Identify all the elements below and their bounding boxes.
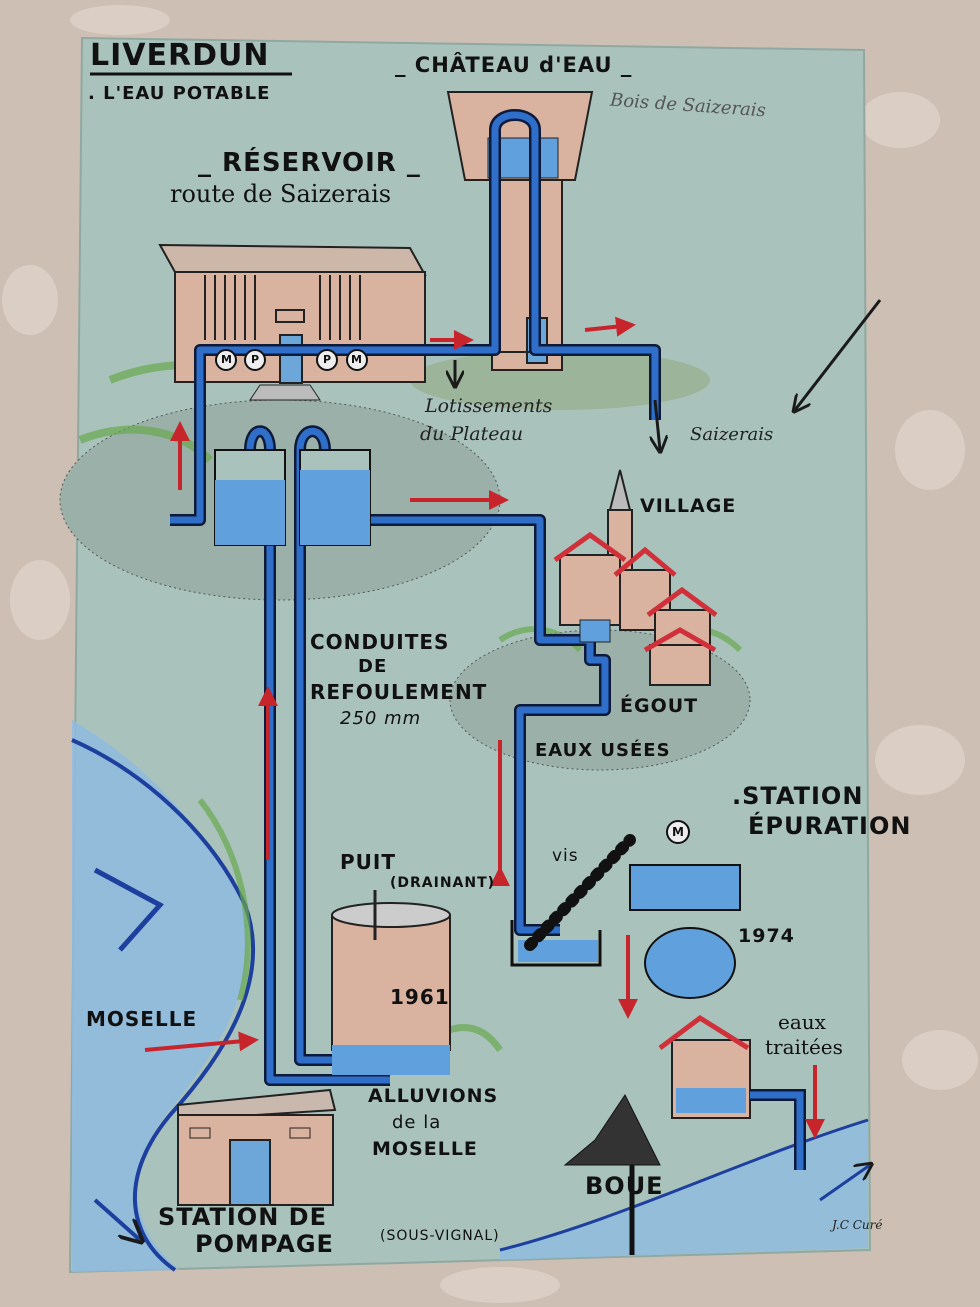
reservoir-tanks bbox=[214, 449, 371, 546]
bottom-river bbox=[500, 1120, 868, 1260]
label-moselle: MOSELLE bbox=[86, 1007, 198, 1031]
label-boue: BOUE bbox=[585, 1172, 664, 1200]
label-conduites-2: DE bbox=[358, 656, 388, 677]
label-alluvions-3: MOSELLE bbox=[372, 1138, 478, 1160]
label-chateau: _ CHÂTEAU d'EAU _ bbox=[395, 53, 633, 77]
pump-letter-3: P bbox=[323, 353, 332, 366]
label-station-pompage-1: STATION DE bbox=[158, 1203, 327, 1231]
label-conduites-4: 250 mm bbox=[340, 708, 422, 729]
pump-letter-4: M bbox=[351, 353, 362, 366]
treatment-plant bbox=[510, 820, 806, 1255]
pump-letter-1: M bbox=[221, 353, 232, 366]
black-arrows bbox=[455, 299, 882, 450]
reservoir-building bbox=[158, 243, 427, 401]
label-egout: ÉGOUT bbox=[620, 695, 699, 717]
page-subtitle: . L'EAU POTABLE bbox=[88, 83, 271, 104]
moselle-bank bbox=[71, 738, 256, 1272]
moselle-river bbox=[72, 720, 249, 1272]
label-station-epuration-1: .STATION bbox=[732, 782, 864, 810]
gauge-letter: M bbox=[672, 825, 684, 839]
label-vis: vis bbox=[552, 846, 579, 866]
moselle-grass bbox=[197, 798, 251, 1001]
bottom-river-arrow bbox=[819, 1165, 870, 1202]
village-houses bbox=[553, 469, 718, 686]
river-flow-arrow bbox=[93, 867, 164, 952]
label-reservoir: _ RÉSERVOIR _ bbox=[198, 148, 421, 178]
pump-valves bbox=[215, 349, 368, 371]
flow-arrows bbox=[144, 316, 825, 1139]
well-puit bbox=[331, 890, 451, 1075]
label-alluvions-2: de la bbox=[392, 1112, 442, 1133]
label-village: VILLAGE bbox=[640, 495, 737, 517]
label-saizerais: Saizerais bbox=[690, 424, 774, 445]
label-signature: J.C Curé bbox=[832, 1218, 883, 1232]
label-conduites-3: REFOULEMENT bbox=[310, 680, 488, 704]
river-flow-arrow-bottom bbox=[93, 1198, 140, 1240]
label-eaux-traitees-2: traitées bbox=[765, 1035, 843, 1059]
label-eaux-traitees-1: eaux bbox=[778, 1010, 826, 1034]
label-conduites-1: CONDUITES bbox=[310, 630, 450, 654]
water-pipes bbox=[170, 109, 661, 1086]
pumping-station bbox=[177, 1088, 337, 1206]
label-year-1961: 1961 bbox=[390, 985, 450, 1009]
label-drainant: (DRAINANT) bbox=[390, 875, 496, 891]
label-eaux-usees: EAUX USÉES bbox=[535, 740, 671, 761]
label-lotissements-2: du Plateau bbox=[420, 423, 524, 445]
label-lotissements-1: Lotissements bbox=[425, 395, 553, 417]
page-title: LIVERDUN bbox=[90, 38, 270, 73]
label-alluvions-1: ALLUVIONS bbox=[368, 1085, 499, 1107]
label-year-1974: 1974 bbox=[738, 925, 795, 947]
pump-letter-2: P bbox=[251, 353, 260, 366]
label-station-epuration-2: ÉPURATION bbox=[748, 812, 912, 840]
chateau-hill bbox=[410, 350, 710, 410]
label-reservoir-route: route de Saizerais bbox=[170, 180, 392, 208]
label-puit: PUIT bbox=[340, 850, 396, 874]
label-sous-vignal: (SOUS-VIGNAL) bbox=[380, 1228, 500, 1244]
label-station-pompage-2: POMPAGE bbox=[195, 1230, 334, 1258]
